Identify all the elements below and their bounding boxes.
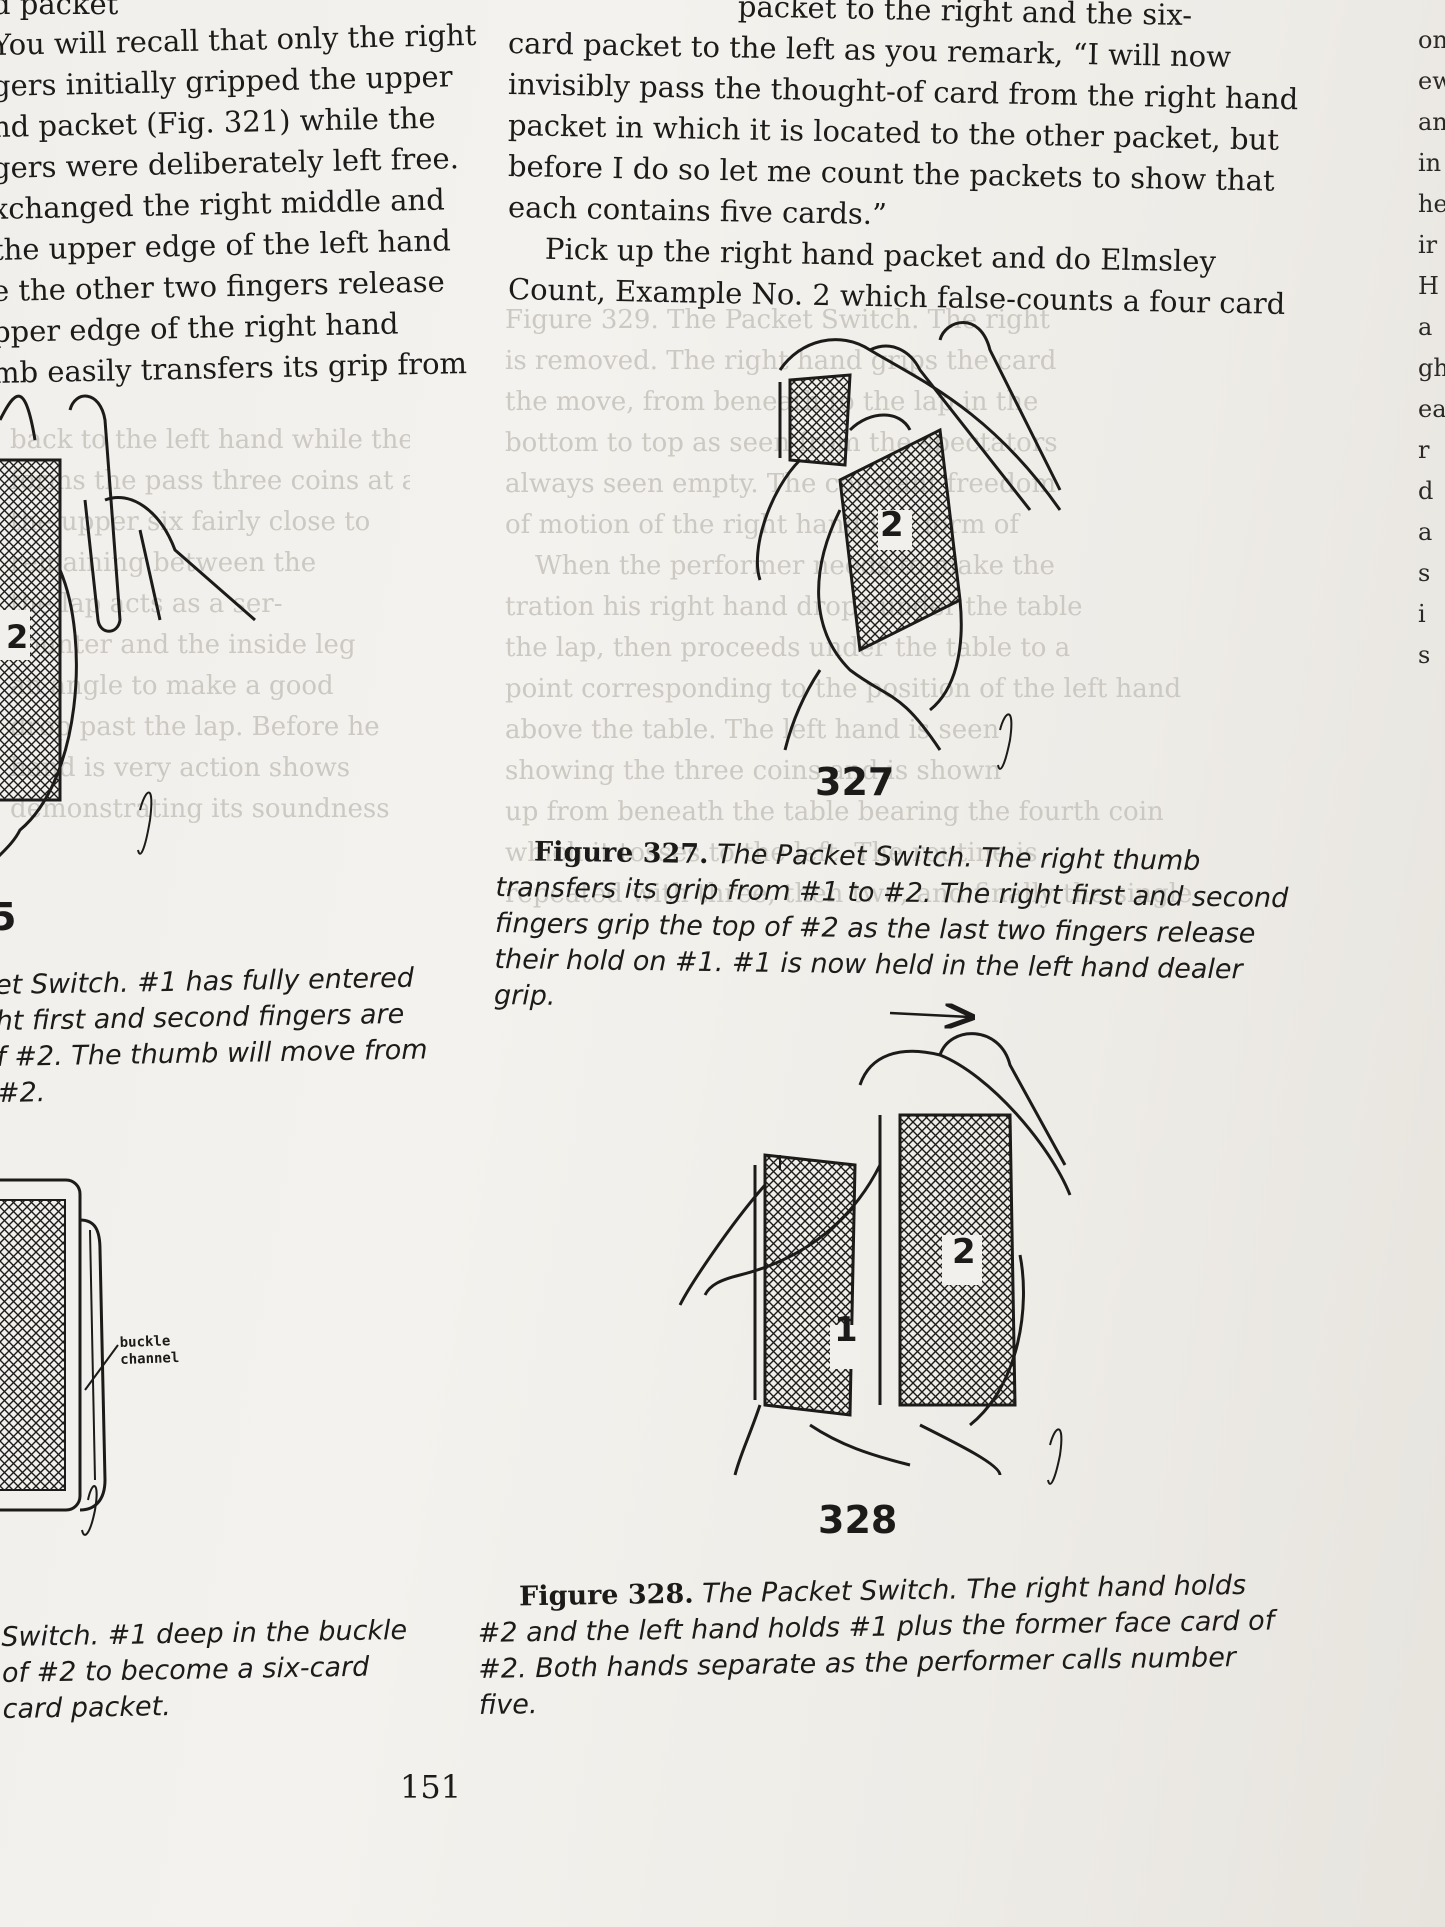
buckle-word: buckle: [119, 1333, 171, 1352]
left-figure-number-fragment: 5: [0, 895, 17, 939]
left-figure-card-label: 2: [6, 618, 29, 656]
card-stack-illustration: [0, 1178, 119, 1536]
caption-line: The Packet Switch. The right thumb: [716, 839, 1201, 877]
caption-line: f #2. The thumb will move from: [0, 1034, 428, 1073]
figure-327-number: 327: [815, 760, 895, 804]
figure-327-caption: Figure 327. The Packet Switch. The right…: [494, 834, 1289, 1025]
buckle-label: buckle channel: [119, 1333, 179, 1369]
caption-line: of #2 to become a six-card: [1, 1651, 370, 1689]
caption-line: The Packet Switch. The right hand holds: [701, 1569, 1247, 1610]
caption-figure-label: Figure 328.: [518, 1578, 694, 1613]
figure-328-card-label-1: 1: [834, 1310, 858, 1350]
right-column-text: packet to the right and the six- card pa…: [508, 0, 1299, 321]
figure-328-illustration: [678, 1005, 1072, 1485]
left-hand-illustration: [0, 394, 256, 858]
figure-328-card-label-2: 2: [952, 1232, 976, 1272]
figure-328-caption: Figure 328. The Packet Switch. The right…: [477, 1567, 1276, 1723]
left-column-text: d packet You will recall that only the r…: [0, 0, 477, 394]
page-number: 151: [400, 1768, 462, 1806]
caption-figure-label: Figure 327.: [533, 836, 709, 870]
figure-327-illustration: [755, 321, 1062, 770]
text-line: d packet: [0, 0, 119, 21]
caption-line: #2.: [0, 1077, 46, 1109]
channel-word: channel: [120, 1349, 180, 1369]
left-caption-1: et Switch. #1 has fully entered ht first…: [0, 960, 428, 1112]
caption-line: card packet.: [2, 1691, 172, 1725]
figure-328-number: 328: [818, 1498, 898, 1542]
figure-327-card-label: 2: [880, 505, 904, 545]
left-caption-2: Switch. #1 deep in the buckle of #2 to b…: [1, 1613, 409, 1728]
